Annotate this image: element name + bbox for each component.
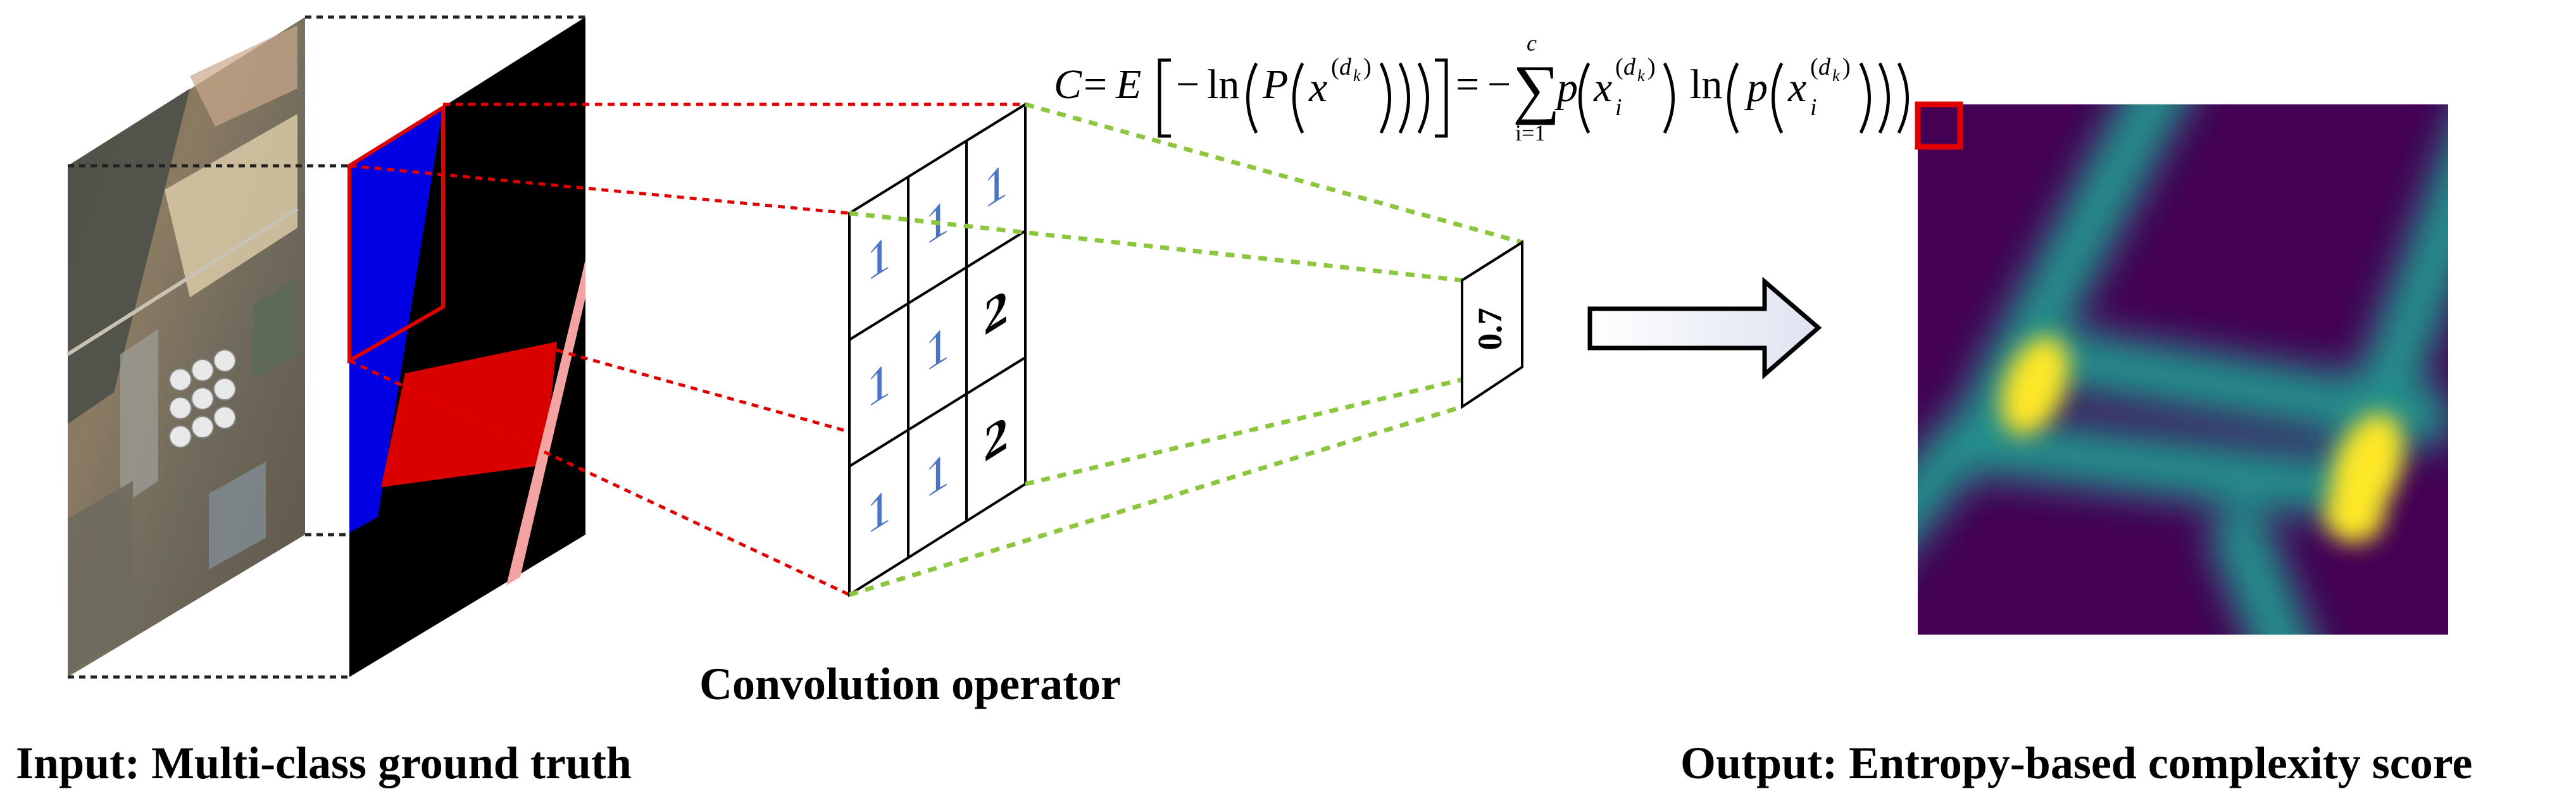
formula-sum-upper: c [1527,30,1537,56]
flow-arrow-icon [1587,276,1822,380]
highlight-window [1915,101,1963,150]
formula-sup-sub-2: k [1637,66,1645,85]
green-projection-lines [848,102,1523,597]
formula-var-1: x [1308,65,1327,111]
input-caption: Input: Multi-class ground truth [16,738,632,788]
svg-text:d: d [1818,54,1831,80]
formula-prob-lower-1: p [1554,65,1578,111]
svg-text:−: − [1487,61,1511,108]
satellite-image-layer [66,17,305,677]
svg-text:=: = [1456,61,1479,108]
red-projection-lines [348,102,1026,597]
formula-sup-sub-3: k [1832,66,1840,85]
formula-prob-lower-2: p [1744,65,1768,111]
formula-index-1: i [1615,94,1622,121]
svg-text:(: ( [1615,54,1623,80]
svg-text:(: ( [1331,54,1339,80]
svg-text:(: ( [1810,54,1818,80]
formula-ln-1: ln [1207,61,1239,108]
svg-text:): ) [1648,54,1656,80]
formula-var-3: x [1787,65,1806,111]
svg-text:∑: ∑ [1513,51,1560,125]
complexity-heatmap [1915,101,2448,635]
formula-var-2: x [1593,65,1612,111]
output-value: 0.7 [1471,307,1509,351]
output-caption: Output: Entropy-based complexity score [1680,738,2473,788]
formula-ln-2: ln [1690,61,1722,108]
output-cell: 0.7 [1461,240,1523,409]
svg-text:=: = [1084,61,1107,108]
formula-sup-sub-1: k [1353,66,1361,85]
svg-text:): ) [1363,54,1372,80]
formula-sum-lower: i=1 [1515,120,1546,146]
formula-prob-upper: P [1262,61,1288,108]
formula-index-2: i [1810,94,1817,121]
layer-connector-lines [68,15,585,679]
entropy-formula: C = E − ln P x ( d k ) = − ∑ c i=1 p x (… [1054,30,1909,146]
formula-sup-1: d [1339,54,1352,80]
svg-text:): ) [1842,54,1851,80]
formula-expectation: E [1115,61,1141,108]
svg-text:−: − [1176,61,1199,108]
formula-lhs: C [1054,61,1082,108]
svg-text:d: d [1623,54,1636,80]
operator-caption: Convolution operator [699,659,1121,709]
